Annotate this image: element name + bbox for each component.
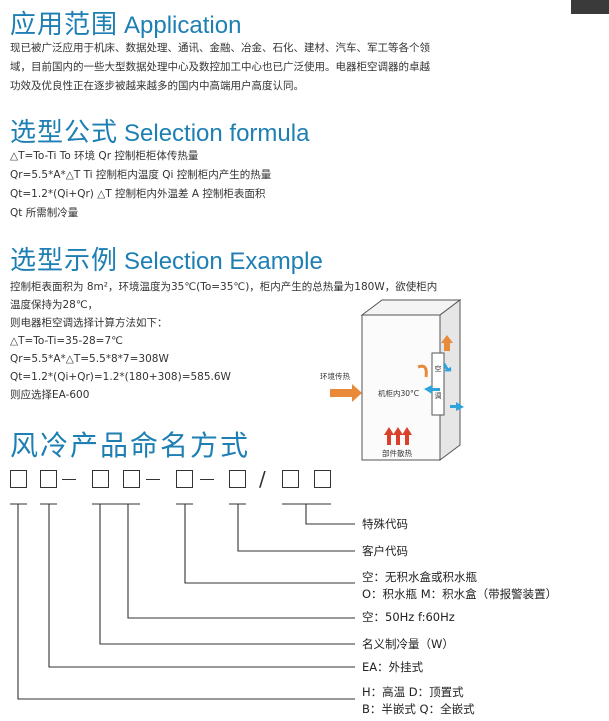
example-line: △T=To-Ti=35-28=7℃ xyxy=(10,335,123,347)
formula-line: Qr=5.5*A*△T Ti 控制柜内温度 Qi 控制柜内产生的热量 xyxy=(10,169,272,181)
ac-char: 调 xyxy=(435,391,442,400)
exhaust-arrow-icon xyxy=(441,335,453,351)
formula-line: Qt=1.2*(Qi+Qr) △T 控制柜内外温差 A 控制柜表面积 xyxy=(10,188,266,200)
example-title-cn: 选型示例 xyxy=(10,246,119,276)
component-heat-arrow-icon xyxy=(402,427,412,445)
formula-title-cn: 选型公式 xyxy=(10,118,119,148)
example-line: Qt=1.2*(Qi+Qr)=1.2*(180+308)=585.6W xyxy=(10,371,231,383)
ac-unit xyxy=(431,352,445,416)
code-box-frequency xyxy=(176,470,193,488)
application-title-en: Application xyxy=(124,12,242,39)
application-line: 功效及优良性正在逐步被越来越多的国内中高端用户高度认同。 xyxy=(10,80,304,92)
example-line: 温度保持为28℃， xyxy=(10,299,99,311)
component-heat-arrow-icon xyxy=(393,427,403,445)
label-special-code: 特殊代码 xyxy=(362,517,408,531)
label-water-options: O：积水瓶 M：积水盒（带报警装置） xyxy=(362,587,558,601)
cabinet-diagram: 空 调 环境传热 机柜内30°C 部件散热 xyxy=(320,299,464,461)
example-line: 则电器柜空调选择计算方法如下： xyxy=(10,317,168,329)
label-capacity: 名义制冷量（W） xyxy=(362,637,454,651)
example-line: Qr=5.5*A*△T=5.5*8*7=308W xyxy=(10,353,169,365)
example-line: 则应选择EA-600 xyxy=(10,389,90,401)
formula-line: Qt 所需制冷量 xyxy=(10,207,79,219)
ambient-label: 环境传热 xyxy=(320,371,350,381)
label-water-none: 空：无积水盒或积水瓶 xyxy=(362,570,477,584)
example-text: 控制柜表面积为 8m²，环境温度为35℃(To=35℃)，柜内产生的总热量为18… xyxy=(10,278,437,404)
code-box-capacity xyxy=(123,470,140,488)
label-type-hd: H：高温 D：顶置式 xyxy=(362,685,464,699)
top-corner-bar xyxy=(571,0,609,14)
code-dash xyxy=(200,479,214,481)
label-customer-code: 客户代码 xyxy=(362,544,408,558)
application-title-cn: 应用范围 xyxy=(10,10,119,40)
component-heat-label: 部件散热 xyxy=(382,448,412,458)
code-dash xyxy=(62,479,76,481)
code-box-water xyxy=(229,470,246,488)
code-box-mount xyxy=(40,470,57,488)
inner-temp-label: 机柜内30°C xyxy=(378,388,419,398)
cool-air-arrow-icon xyxy=(442,363,452,372)
code-box-capacity xyxy=(92,470,109,488)
warm-air-arrow-icon xyxy=(417,364,428,378)
label-frequency: 空：50Hz f:60Hz xyxy=(362,610,455,624)
application-line: 现已被广泛应用于机床、数据处理、通讯、金融、冶金、石化、建材、汽车、军工等各个领 xyxy=(10,42,430,54)
label-type-bq: B：半嵌式 Q：全嵌式 xyxy=(362,702,475,716)
code-dash xyxy=(146,479,160,481)
cool-air-arrow-icon xyxy=(450,402,464,411)
ambient-heat-arrow-icon xyxy=(330,384,362,402)
code-box-customer xyxy=(282,470,299,488)
formula-line: △T=To-Ti To 环境 Qr 控制柜柜体传热量 xyxy=(10,150,199,162)
ac-char: 空 xyxy=(435,364,442,373)
code-box-special xyxy=(314,470,331,488)
code-separator: / xyxy=(259,467,266,491)
application-text: 现已被广泛应用于机床、数据处理、通讯、金融、冶金、石化、建材、汽车、军工等各个领… xyxy=(10,39,430,96)
label-mount-ea: EA：外挂式 xyxy=(362,660,424,674)
example-line: 控制柜表面积为 8m²，环境温度为35℃(To=35℃)，柜内产生的总热量为18… xyxy=(10,281,438,293)
application-line: 域，目前国内的一些大型数据处理中心及数控加工中心也已广泛使用。电器柜空调器的卓越 xyxy=(10,61,430,73)
formula-title-en: Selection formula xyxy=(124,120,310,147)
code-box-type xyxy=(10,470,27,488)
naming-heading: 风冷产品命名方式 xyxy=(10,429,251,462)
formula-text: △T=To-Ti To 环境 Qr 控制柜柜体传热量 Qr=5.5*A*△T T… xyxy=(10,147,271,223)
component-heat-arrow-icon xyxy=(384,427,394,445)
example-title-en: Selection Example xyxy=(124,248,323,275)
cool-air-arrow-icon xyxy=(424,385,440,394)
